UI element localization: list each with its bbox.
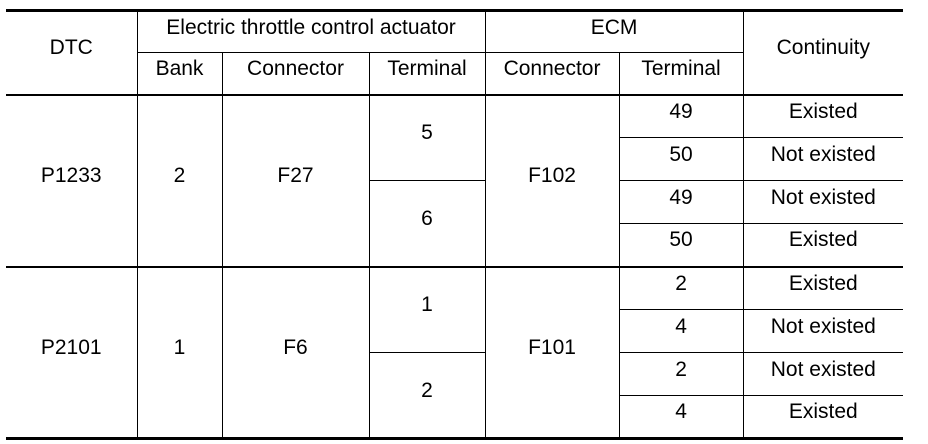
ecm-terminal-cell: 4 bbox=[619, 395, 744, 439]
table-row: 4 Not existed bbox=[6, 309, 904, 353]
ecm-terminal-cell: 2 bbox=[618, 265, 744, 310]
table-row: P1233 2 F27 5 F102 49 Existed bbox=[6, 93, 904, 267]
header-ecm-terminal: Terminal bbox=[618, 52, 744, 96]
actuator-terminal-cell: 6 bbox=[369, 180, 486, 267]
continuity-cell: Not existed bbox=[742, 352, 904, 396]
table-row: 2 2 Not existed bbox=[6, 352, 904, 439]
continuity-cell: Existed bbox=[742, 223, 904, 267]
continuity-cell: Existed bbox=[742, 265, 904, 310]
ecm-terminal-cell: 4 bbox=[619, 309, 744, 353]
ecm-terminal-cell: 49 bbox=[618, 180, 744, 224]
header-actuator-connector: Connector bbox=[221, 52, 370, 96]
header-ecm-connector: Connector bbox=[484, 52, 620, 96]
continuity-cell: Not existed bbox=[742, 137, 904, 181]
actuator-terminal-cell: 2 bbox=[369, 352, 486, 439]
actuator-terminal-cell: 5 bbox=[368, 93, 486, 181]
table-row: 50 Existed bbox=[6, 223, 904, 267]
ecm-connector-cell: F102 bbox=[484, 93, 620, 267]
table-row: 4 Existed bbox=[6, 395, 904, 439]
ecm-terminal-cell: 2 bbox=[618, 352, 744, 396]
header-dtc: DTC bbox=[6, 10, 138, 95]
table-row: 50 Not existed bbox=[6, 137, 904, 181]
table-header: DTC Electric throttle control actuator E… bbox=[6, 10, 904, 96]
actuator-connector-cell: F6 bbox=[221, 265, 370, 439]
dtc-cell: P2101 bbox=[6, 265, 138, 439]
actuator-terminal-cell: 1 bbox=[368, 265, 486, 353]
header-continuity: Continuity bbox=[742, 10, 904, 95]
dtc-cell: P1233 bbox=[6, 93, 138, 267]
continuity-cell: Not existed bbox=[742, 180, 904, 224]
ecm-terminal-cell: 50 bbox=[619, 137, 744, 181]
table-row: 6 49 Not existed bbox=[6, 180, 904, 267]
continuity-cell: Existed bbox=[742, 395, 904, 439]
actuator-connector-cell: F27 bbox=[221, 93, 370, 267]
continuity-cell: Not existed bbox=[742, 309, 904, 353]
continuity-table: DTC Electric throttle control actuator E… bbox=[6, 9, 904, 440]
bank-cell: 1 bbox=[136, 265, 223, 439]
header-ecm-group: ECM bbox=[484, 10, 744, 53]
ecm-terminal-cell: 50 bbox=[619, 223, 744, 267]
header-actuator-group: Electric throttle control actuator bbox=[136, 10, 486, 53]
ecm-connector-cell: F101 bbox=[484, 265, 620, 439]
header-bank: Bank bbox=[137, 52, 223, 96]
header-actuator-terminal: Terminal bbox=[368, 52, 486, 96]
bank-cell: 2 bbox=[136, 93, 223, 267]
continuity-cell: Existed bbox=[742, 93, 904, 138]
table-body: P1233 2 F27 5 F102 49 Existed 50 Not exi… bbox=[6, 93, 904, 439]
table-row: P2101 1 F6 1 F101 2 Existed bbox=[6, 265, 904, 439]
ecm-terminal-cell: 49 bbox=[618, 93, 744, 138]
